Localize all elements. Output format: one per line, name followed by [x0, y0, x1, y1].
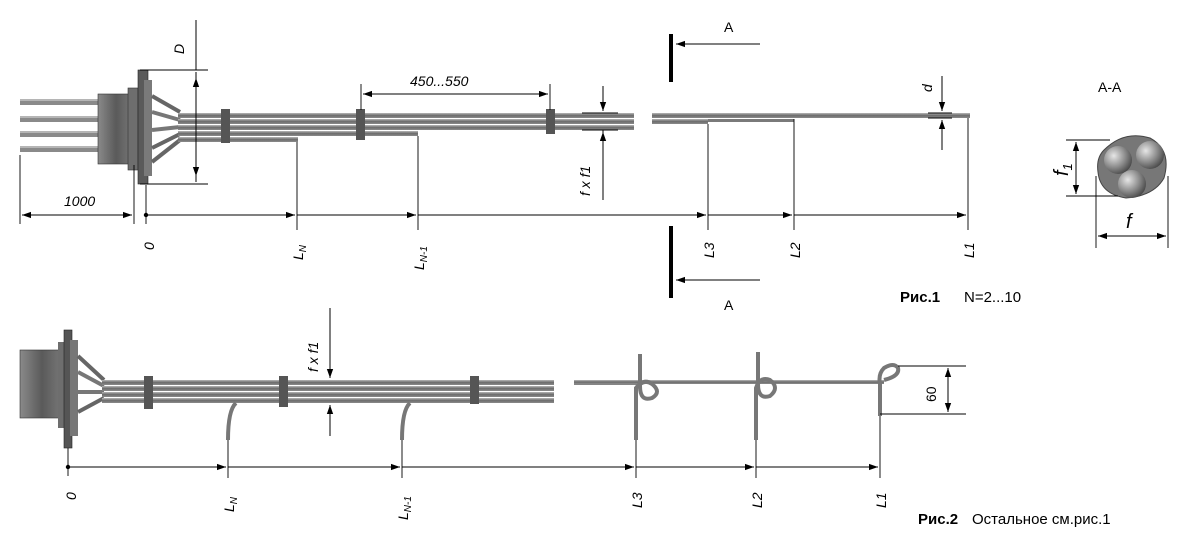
fig1-station-labels: 0 LN LN-1 L3 L2 L1	[141, 242, 977, 270]
fig1-L2-label: L2	[787, 242, 803, 258]
fig2-LN-label: LN	[221, 496, 240, 512]
section-title: A-A	[1098, 79, 1122, 95]
break-gaps	[556, 108, 650, 410]
fig2-station-extensions	[67, 416, 881, 478]
section-f-label: f	[1126, 211, 1134, 233]
fig2-zero-label: 0	[63, 492, 79, 500]
fig1-dim-D: D	[140, 20, 208, 185]
fig1-LN1-label: LN-1	[411, 246, 430, 270]
fig1-dim-fxf1: f x f1	[577, 86, 618, 200]
section-mark-top: A	[724, 19, 734, 35]
sheath-ball-1	[1104, 146, 1132, 174]
sheath-ball-3	[1118, 170, 1146, 198]
fig1-section-cut: A A	[669, 19, 760, 313]
fig1-dim-1000: 1000	[19, 155, 135, 224]
section-a-a: A-A f1 f	[1051, 79, 1169, 248]
fig1-caption-text: N=2...10	[964, 289, 1021, 306]
fig2-caption-title: Рис.2	[918, 511, 958, 528]
figure-2: f x f1 60 0 L	[19, 308, 1111, 528]
fig2-caption: Рис.2 Остальное см.рис.1	[918, 511, 1111, 528]
fig2-baseline	[65, 463, 878, 471]
fig2-dim-60: 60	[880, 365, 966, 415]
fig2-dim-60-label: 60	[923, 386, 939, 402]
fig1-L3-label: L3	[701, 242, 717, 258]
fig2-head	[19, 329, 106, 449]
section-f1-label: f1	[1051, 163, 1075, 176]
dim-spacing-label: 450...550	[410, 73, 469, 89]
fig2-caption-text: Остальное см.рис.1	[972, 511, 1111, 528]
fig1-baseline	[143, 211, 966, 219]
fig2-LN1-label: LN-1	[395, 496, 414, 520]
dim-1000-label: 1000	[64, 193, 95, 209]
fig1-lead-wires	[20, 99, 100, 152]
section-mark-bottom: A	[724, 297, 734, 313]
fig2-dim-fxf1: f x f1	[305, 308, 334, 436]
sheath-ball-2	[1136, 141, 1164, 169]
dim-d-label: d	[919, 83, 935, 92]
fig1-zero-label: 0	[141, 242, 157, 250]
fig1-caption: Рис.1 N=2...10	[900, 289, 1021, 306]
fig2-station-labels: 0 LN LN-1 L3 L2 L1	[63, 492, 889, 520]
dim-fxf1-label: f x f1	[577, 166, 593, 196]
dim-D-label: D	[171, 44, 187, 54]
fig1-dim-d: d	[919, 76, 952, 150]
figure-1: D 450...550 f x f1 d	[19, 19, 1021, 313]
fig2-dim-fxf1-label: f x f1	[305, 342, 321, 372]
fig2-L3-label: L3	[629, 492, 645, 508]
fig2-L1-label: L1	[873, 492, 889, 508]
fig1-head	[97, 69, 182, 185]
fig1-station-extensions	[145, 118, 969, 230]
fig1-dim-spacing: 450...550	[360, 73, 551, 110]
fig2-cable-bundle	[102, 352, 901, 441]
fig1-L1-label: L1	[961, 242, 977, 258]
fig1-cable-bundle	[178, 109, 970, 143]
fig1-LN-label: LN	[290, 244, 309, 260]
fig2-L2-label: L2	[749, 492, 765, 508]
fig1-caption-title: Рис.1	[900, 289, 940, 306]
